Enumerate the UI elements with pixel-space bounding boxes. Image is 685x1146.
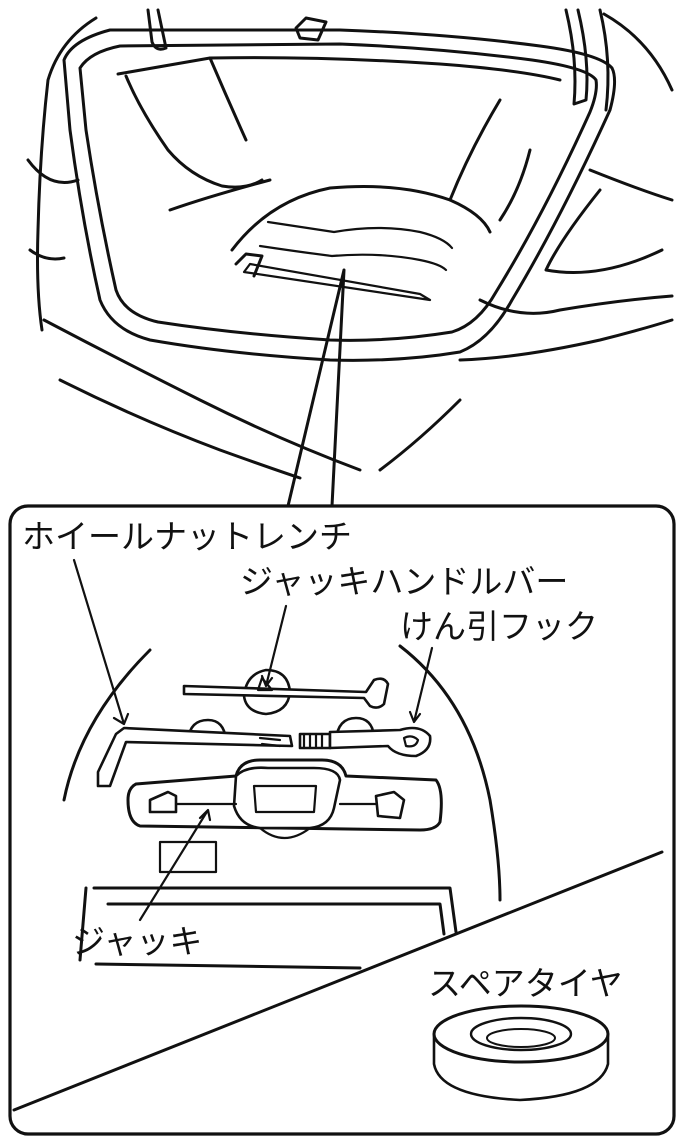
label-spare-tire: スペアタイヤ [428, 964, 623, 1003]
tow-hook-icon [298, 716, 432, 758]
car-trunk-illustration [26, 8, 674, 480]
jack-icon [126, 758, 443, 840]
jack-handle-bar-icon [182, 668, 390, 716]
callout-connector [286, 268, 346, 508]
wheel-nut-wrench-icon [96, 718, 294, 788]
detail-panel [8, 504, 676, 1136]
label-jack-handle-bar: ジャッキハンドルバー [240, 562, 569, 601]
label-wheel-nut-wrench: ホイールナットレンチ [22, 517, 352, 556]
tray-slot [158, 840, 218, 874]
tool-tray [62, 558, 502, 970]
tray-frame [78, 886, 458, 970]
spare-tire-icon [432, 1004, 610, 1102]
diagonal-divider [12, 850, 664, 1112]
label-jack: ジャッキ [72, 922, 203, 961]
label-tow-hook: けん引フック [400, 607, 598, 646]
